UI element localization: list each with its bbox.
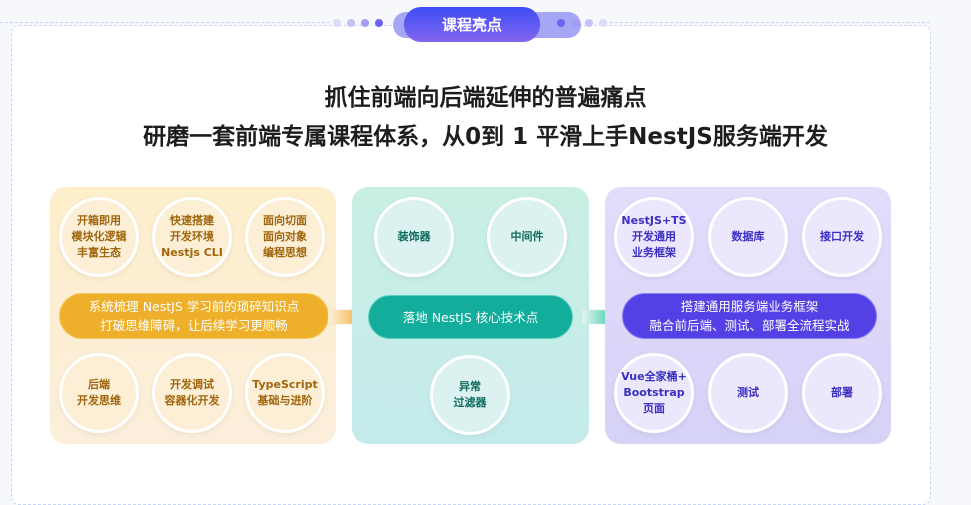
dot-icon: [571, 19, 579, 27]
dot-icon: [599, 19, 607, 27]
topic-circle: 接口开发: [802, 197, 882, 277]
topic-circle: 快速搭建 开发环境 Nestjs CLI: [152, 197, 232, 277]
dot-icon: [333, 19, 341, 27]
summary-pill-practice: 搭建通用服务端业务框架 融合前后端、测试、部署全流程实战: [622, 293, 877, 339]
topic-circle: 开发调试 容器化开发: [152, 353, 232, 433]
topic-circle: 面向切面 面向对象 编程思想: [245, 197, 325, 277]
headline-line-2: 研磨一套前端专属课程体系，从0到 1 平滑上手NestJS服务端开发: [143, 124, 828, 150]
topic-circle: 开箱即用 模块化逻辑 丰富生态: [59, 197, 139, 277]
topic-circle: 后端 开发思维: [59, 353, 139, 433]
topic-circle: Vue全家桶+ Bootstrap 页面: [614, 353, 694, 433]
dot-icon: [557, 19, 565, 27]
topic-circle: 测试: [708, 353, 788, 433]
summary-pill-foundation: 系统梳理 NestJS 学习前的琐碎知识点 打破思维障碍，让后续学习更顺畅: [59, 293, 329, 339]
topic-circle: TypeScript 基础与进阶: [245, 353, 325, 433]
section-badge: 课程亮点: [404, 7, 540, 42]
summary-pill-core: 落地 NestJS 核心技术点: [368, 295, 573, 339]
topic-circle: 数据库: [708, 197, 788, 277]
divider-line-left: [0, 22, 330, 23]
topic-circle: NestJS+TS 开发通用 业务框架: [614, 197, 694, 277]
dot-icon: [375, 19, 383, 27]
dot-icon: [347, 19, 355, 27]
topic-circle: 装饰器: [374, 197, 454, 277]
dot-icon: [585, 19, 593, 27]
headline-line-1: 抓住前端向后端延伸的普遍痛点: [324, 85, 647, 111]
dot-icon: [361, 19, 369, 27]
section-header: 课程亮点: [0, 0, 971, 50]
topic-circle: 部署: [802, 353, 882, 433]
divider-line-right: [610, 22, 930, 23]
topic-circle: 中间件: [487, 197, 567, 277]
topic-circle: 异常 过滤器: [430, 355, 510, 435]
